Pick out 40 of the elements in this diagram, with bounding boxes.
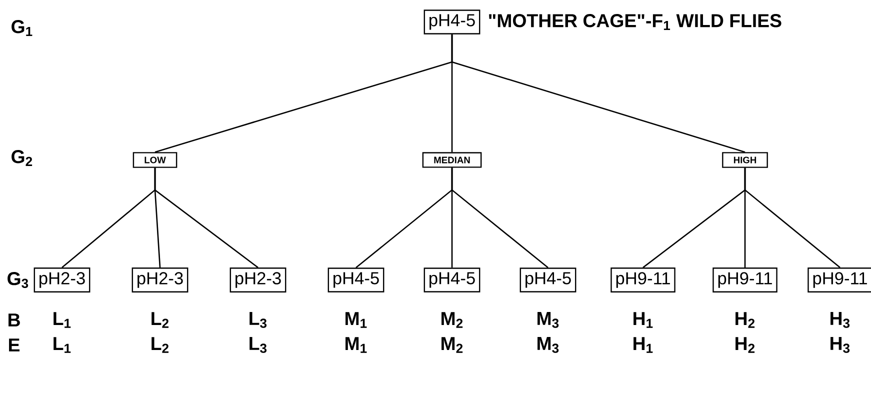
connector-line [154, 168, 258, 268]
line-label: H$_{1}$ [634, 337, 653, 353]
line-label: M$_{2}$ [442, 312, 463, 328]
ph-box: pH2-3 [230, 268, 286, 292]
line-label: M$_{3}$ [538, 337, 559, 353]
line-label: L$_{3}$ [250, 312, 267, 328]
line-label: H$_{2}$ [736, 337, 755, 353]
level-label: E [9, 338, 20, 352]
line-label: H$_{3}$ [830, 312, 850, 328]
line-label: L$_{1}$ [54, 337, 71, 353]
line-label: H$_{3}$ [830, 337, 850, 353]
ph-box: pH4-5 [424, 10, 480, 34]
line-label: M$_{3}$ [538, 312, 559, 328]
connector-line [744, 168, 840, 268]
line-label: M$_{1}$ [346, 337, 367, 353]
line-label: M$_{2}$ [442, 337, 463, 353]
connector-line [451, 34, 746, 153]
level-label: G$_{2}$ [12, 150, 32, 166]
ph-box: pH4-5 [328, 268, 384, 292]
ph-box: pH9-11 [712, 268, 778, 292]
ph-box: pH4-5 [424, 268, 480, 292]
line-label: L$_{3}$ [250, 337, 267, 353]
group-box: MEDIAN [422, 152, 482, 168]
group-box: LOW [132, 152, 178, 168]
ph-box: pH4-5 [520, 268, 576, 292]
ph-box: pH9-11 [610, 268, 676, 292]
line-label: M$_{1}$ [346, 312, 367, 328]
line-label: L$_{2}$ [152, 337, 168, 353]
heading: "MOTHER CAGE"-F$_{1}$ WILD FLIES [489, 14, 782, 30]
level-label: G$_{1}$ [12, 20, 32, 36]
line-label: H$_{1}$ [634, 312, 653, 328]
line-label: L$_{2}$ [152, 312, 168, 328]
level-label: B [8, 314, 20, 326]
connector-line [451, 168, 548, 268]
group-box: HIGH [722, 152, 768, 168]
line-label: H$_{2}$ [736, 312, 755, 328]
line-label: L$_{1}$ [54, 312, 71, 328]
ph-box: pH9-11 [808, 268, 871, 292]
ph-box: pH2-3 [132, 268, 188, 292]
ph-box: pH2-3 [34, 268, 90, 292]
